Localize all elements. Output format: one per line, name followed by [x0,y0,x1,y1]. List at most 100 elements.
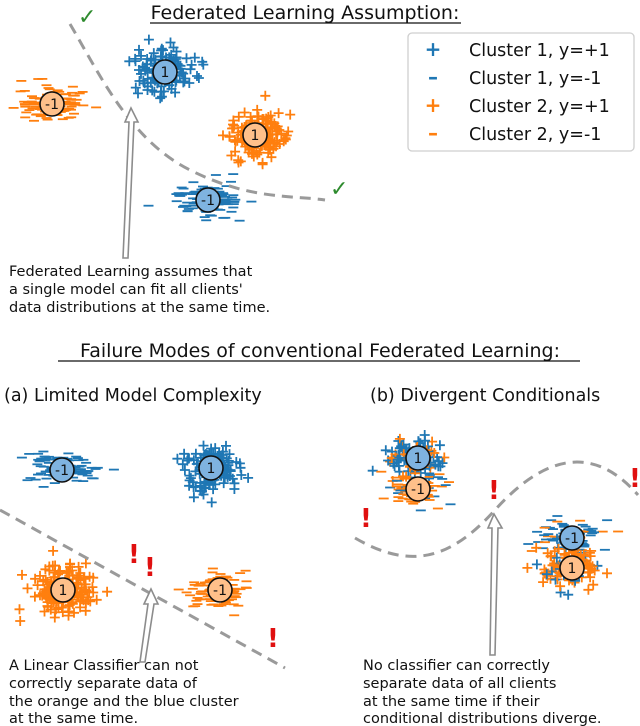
plus-marker [65,558,76,569]
cluster-center-a-blue-neg: -1 [49,457,75,483]
plus-marker [247,148,257,159]
plus-marker [142,54,153,64]
cluster-center-label: -1 [213,583,227,599]
plus-marker [272,135,283,146]
plus-marker [403,466,414,477]
panel-b-pointer-arrow [486,512,504,656]
plus-marker [185,64,196,75]
plus-marker [229,478,240,489]
plus-marker [221,469,232,480]
plus-marker [367,465,378,476]
plus-marker [148,48,159,59]
plus-marker [394,452,405,463]
cluster-center-label: -1 [201,193,215,209]
plus-marker [396,441,407,452]
plus-marker [102,586,113,597]
cluster-center-b-mix-1-pos: 1 [405,445,431,471]
plus-marker [197,56,208,67]
plus-marker [17,569,27,580]
plus-marker [429,448,440,458]
plus-marker [233,111,244,122]
plus-marker [221,440,231,451]
plus-marker [176,67,187,78]
plus-marker [133,88,143,99]
plus-marker [63,610,74,621]
plus-marker [38,588,49,599]
panel-b-note-line-2: separate data of all clients [363,676,556,692]
cluster-center-label: -1 [411,482,425,498]
panel-a-note: A Linear Classifier can not correctly se… [9,658,239,726]
plus-marker [180,73,191,84]
plus-marker [218,130,228,141]
plus-marker [257,159,268,170]
plus-marker [271,141,281,152]
cluster-center-top-blue-neg: -1 [195,187,221,213]
cluster-center-a-orange-neg: -1 [207,577,233,603]
plus-marker [14,604,25,615]
plus-marker [539,564,550,575]
cluster-center-circle [195,187,221,213]
plus-marker [285,109,296,120]
plus-marker [77,592,88,603]
plus-marker [142,73,153,84]
plus-marker [394,443,405,454]
plus-marker [124,56,135,67]
plus-marker [155,86,166,97]
check-icon-left: ✓ [78,5,96,30]
cluster-center-circle [559,555,585,581]
plus-marker [563,589,574,600]
cluster-center-circle [405,445,431,471]
legend-item-1: +Cluster 1, y=+1 [425,37,610,61]
plus-marker [178,68,189,79]
plus-marker [239,107,250,118]
plus-marker [172,453,183,464]
cluster-center-top-orange-pos: 1 [242,122,268,148]
legend-marker: + [425,93,442,117]
cluster-center-circle [242,122,268,148]
plus-marker [380,445,391,456]
plus-marker [548,560,559,571]
plus-marker [91,594,102,605]
plus-marker [522,562,533,573]
check-icon-right: ✓ [330,177,348,202]
plus-marker [168,42,179,53]
plus-marker [542,548,553,559]
panel-a-decision-boundary [0,508,286,670]
top-decision-boundary [68,23,326,202]
plus-marker [541,569,552,580]
cluster-center-label: 1 [207,461,216,477]
warning-icon-a3: ! [267,624,279,654]
plus-marker [587,561,598,572]
cluster-center-top-blue-pos: 1 [152,59,178,85]
plus-marker [585,572,596,583]
plus-marker [243,472,254,483]
plus-marker [80,605,91,616]
cluster-center-circle [207,577,233,603]
panel-b-note: No classifier can correctly separate dat… [363,658,602,726]
plus-marker [49,612,60,623]
plus-marker [257,114,268,124]
plus-marker [188,492,199,503]
cluster-center-label: -1 [45,97,59,113]
panel-b-note-line-3: at the same time if their [363,694,540,710]
plus-marker [193,73,204,83]
plus-marker [130,53,141,64]
cluster-center-circle [405,476,431,502]
panel-a-pointer-arrow [139,587,160,663]
plus-marker [85,596,96,607]
plus-marker [48,545,59,556]
plus-marker [44,561,55,572]
top-pointer-arrow [122,106,140,259]
cluster-center-circle [50,577,76,603]
legend-label: Cluster 1, y=-1 [469,69,601,89]
cluster-center-label: 1 [161,65,170,81]
warning-icon-b3: ! [629,464,640,494]
plus-marker [134,44,144,55]
plus-marker [226,150,237,161]
cluster-center-circle [559,525,585,551]
plus-marker [156,91,167,102]
legend-box [407,32,635,152]
plus-marker [553,543,564,554]
plus-marker [531,559,542,570]
